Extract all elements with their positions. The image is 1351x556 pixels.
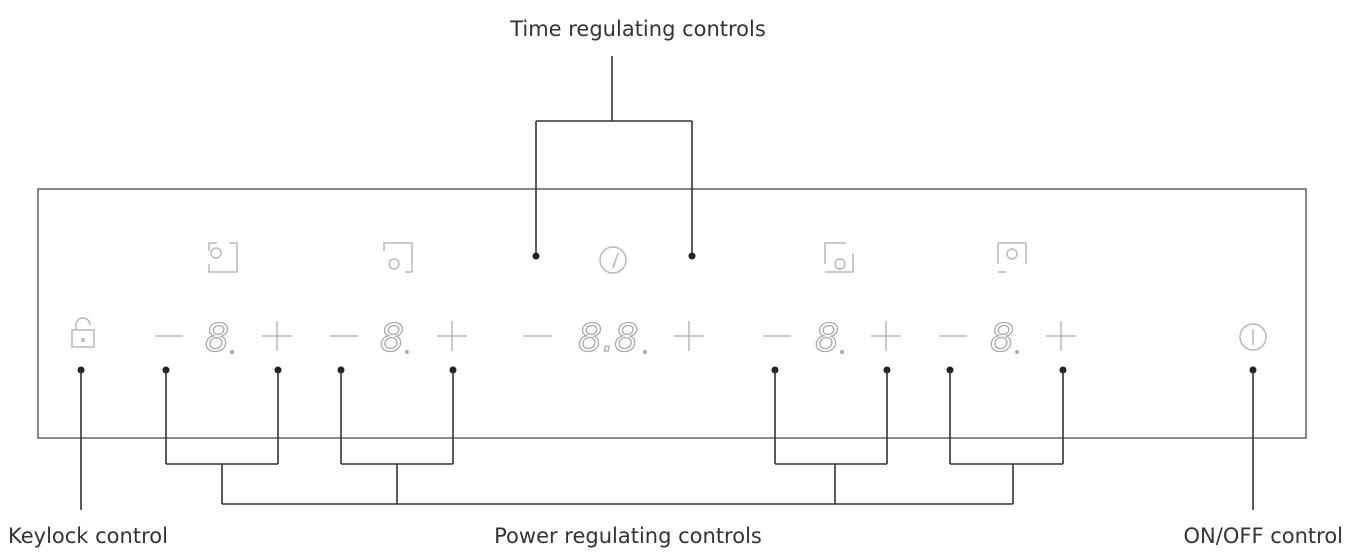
zone1-display-dot bbox=[230, 350, 234, 354]
zone3-display-dot bbox=[840, 350, 844, 354]
cooking-zone-rear-right-icon bbox=[824, 242, 854, 273]
zone1-power-display: 8 bbox=[205, 316, 229, 360]
timer-display: 8.8 bbox=[578, 316, 638, 360]
padlock-icon[interactable] bbox=[71, 317, 95, 348]
cooking-zone-front-right-icon bbox=[997, 242, 1027, 273]
zone2-display-dot bbox=[405, 350, 409, 354]
power-callout-lines bbox=[165, 370, 1064, 505]
zone2-plus-button[interactable] bbox=[437, 321, 467, 351]
zone3-plus-button[interactable] bbox=[871, 321, 901, 351]
zone2-power-display: 8 bbox=[380, 316, 404, 360]
time-regulating-label: Time regulating controls bbox=[509, 17, 766, 41]
zone1-plus-button[interactable] bbox=[262, 321, 292, 351]
timer-display-dot bbox=[643, 350, 647, 354]
zone4-plus-button[interactable] bbox=[1046, 321, 1076, 351]
onoff-label: ON/OFF control bbox=[1184, 524, 1343, 548]
time-minus-marker bbox=[532, 252, 540, 260]
time-callout-lines bbox=[532, 56, 696, 260]
control-panel bbox=[37, 188, 1307, 439]
keylock-label: Keylock control bbox=[8, 524, 168, 548]
time-plus-marker bbox=[688, 252, 696, 260]
clock-icon bbox=[599, 246, 627, 274]
zone3-power-display: 8 bbox=[815, 316, 839, 360]
power-regulating-label: Power regulating controls bbox=[494, 524, 762, 548]
zone4-power-display: 8 bbox=[990, 316, 1014, 360]
power-icon[interactable] bbox=[1239, 323, 1267, 351]
timer-plus-button[interactable] bbox=[674, 321, 704, 351]
cooking-zone-rear-left-icon bbox=[383, 242, 413, 273]
cooking-zone-front-left-icon bbox=[208, 242, 238, 273]
zone4-display-dot bbox=[1015, 350, 1019, 354]
